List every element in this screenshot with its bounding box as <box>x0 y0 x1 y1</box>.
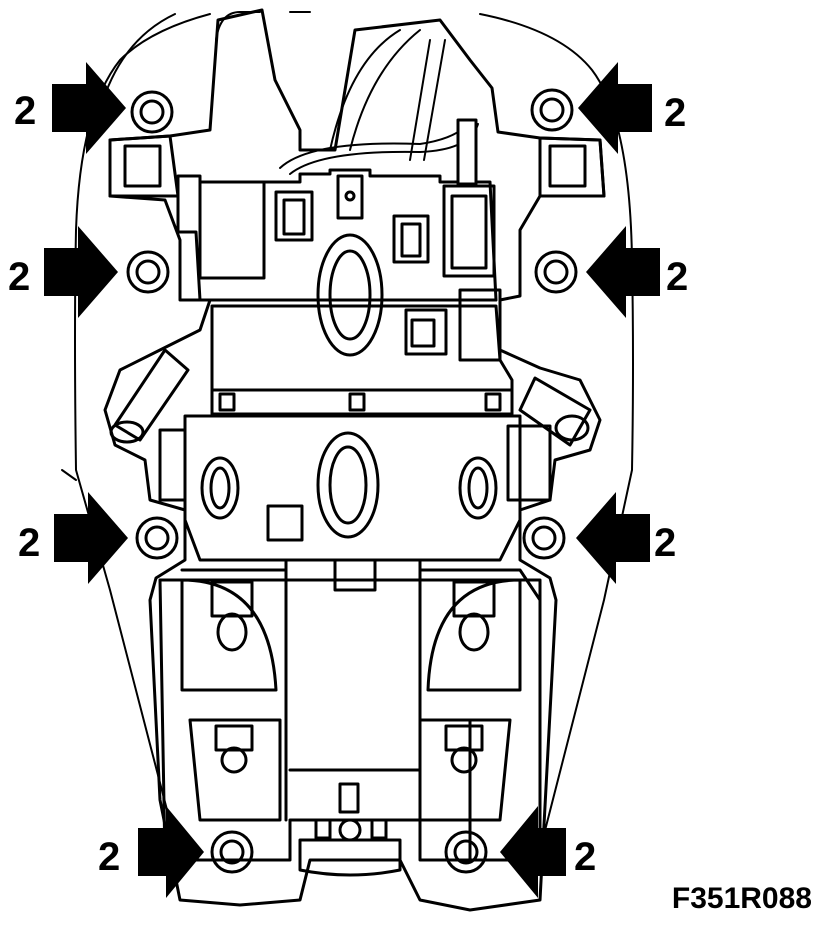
arrow-upper-left-icon <box>44 226 118 318</box>
screw-top-left <box>130 90 174 134</box>
screw-lower-right <box>522 516 566 560</box>
console-frame <box>103 8 606 912</box>
arrow-top-left-icon <box>52 62 126 154</box>
callout-arrows <box>44 62 660 898</box>
callout-label: 2 <box>14 89 36 133</box>
arrow-bottom-left-icon <box>138 806 204 898</box>
screw-bottom-left <box>210 830 254 874</box>
arrow-bottom-right-icon <box>500 806 566 898</box>
callout-label: 2 <box>574 835 596 879</box>
callout-label: 2 <box>654 521 676 565</box>
screw-upper-left <box>126 250 170 294</box>
callout-label: 2 <box>666 255 688 299</box>
figure-id: F351R088 <box>672 882 812 915</box>
arrow-upper-right-icon <box>586 226 660 318</box>
callout-labels: 2 2 2 2 2 2 2 2 <box>8 89 688 879</box>
callout-label: 2 <box>8 255 30 299</box>
screw-top-right <box>530 88 574 132</box>
mounting-screws <box>126 88 578 874</box>
screw-lower-left <box>135 516 179 560</box>
callout-label: 2 <box>664 91 686 135</box>
lamp-panel <box>158 414 552 877</box>
housing-outline <box>61 11 634 861</box>
screw-upper-right <box>534 250 578 294</box>
arrow-top-right-icon <box>578 62 652 154</box>
callout-label: 2 <box>18 521 40 565</box>
screw-bottom-right <box>444 830 488 874</box>
arrow-lower-left-icon <box>54 492 128 584</box>
callout-label: 2 <box>98 835 120 879</box>
arrow-lower-right-icon <box>576 492 650 584</box>
